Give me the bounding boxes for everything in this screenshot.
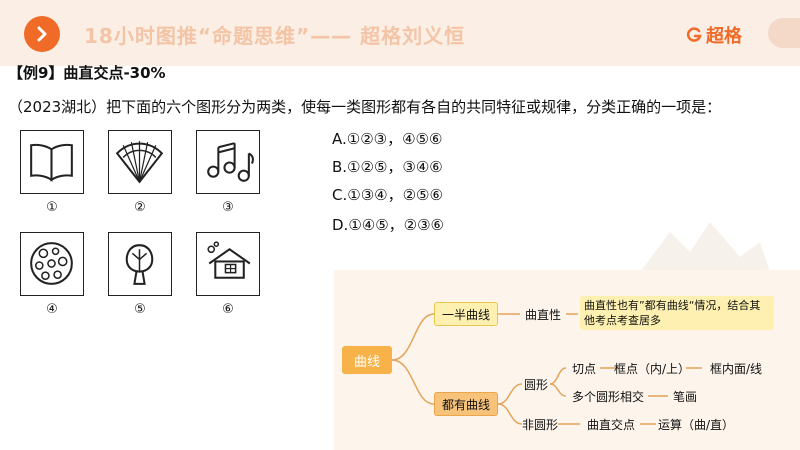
node-intersection: 曲直交点 [586,417,635,432]
option-a[interactable]: A.①②③，④⑤⑥ [332,130,443,148]
node-curvature-note: 曲直性也有”都有曲线“情况，结合其他考点考查居多 [580,296,774,330]
header-bar: 18小时图推“命题思维”—— 超格刘义恒 超格 [0,0,800,66]
nav-next-button[interactable] [24,16,60,52]
figure-4 [20,232,84,296]
music-notes-icon [207,142,254,182]
node-curvature: 曲直性 [524,307,561,322]
figure-6 [196,232,260,296]
mind-map-root: 曲线 [342,346,392,374]
node-tangent: 切点 [571,361,596,376]
dotted-ball-icon [30,242,73,285]
tree-icon [125,244,154,285]
option-b[interactable]: B.①②⑤，③④⑥ [332,158,443,176]
watermark-decoration [640,222,770,272]
node-multi-circle: 多个圆形相交 [571,389,644,404]
figure-2-label: ② [134,200,146,215]
node-circle: 圆形 [523,377,548,392]
house-icon [207,241,251,279]
option-d[interactable]: D.①④⑤，②③⑥ [332,216,445,234]
figure-1 [20,130,84,194]
mind-map: 曲线 一半曲线 曲直性 曲直性也有”都有曲线“情况，结合其他考点考查居多 都有曲… [334,270,800,450]
figure-1-label: ① [46,200,58,215]
side-menu-tab[interactable] [768,18,800,48]
logo-icon [686,27,702,42]
option-c[interactable]: C.①③④，②⑤⑥ [332,186,443,204]
example-label: 【例9】曲直交点-30% [8,64,166,82]
figure-3-label: ③ [222,200,234,215]
folding-fan-icon [115,141,164,184]
branch-all-curve: 都有曲线 [434,392,498,416]
question-prompt: （2023湖北）把下面的六个图形分为两类，使每一类图形都有各自的共同特征或规律，… [8,98,722,116]
node-frame-inner: 框内面/线 [709,361,763,376]
course-title: 18小时图推“命题思维”—— 超格刘义恒 [84,24,466,48]
figure-3 [196,130,260,194]
brand-logo: 超格 [686,22,742,48]
node-non-circle: 非圆形 [522,417,559,432]
figure-6-label: ⑥ [222,302,234,317]
figure-4-label: ④ [46,302,58,317]
figure-5 [108,232,172,296]
node-frame-point: 框点（内/上） [613,361,691,376]
open-book-icon [30,143,73,182]
branch-half-curve: 一半曲线 [434,302,498,326]
node-stroke: 笔画 [672,389,697,404]
chevron-right-icon [37,26,47,42]
logo-text: 超格 [706,26,742,47]
mind-map-connectors [391,313,702,425]
figure-2 [108,130,172,194]
node-operation: 运算（曲/直） [657,417,735,432]
figure-5-label: ⑤ [134,302,146,317]
